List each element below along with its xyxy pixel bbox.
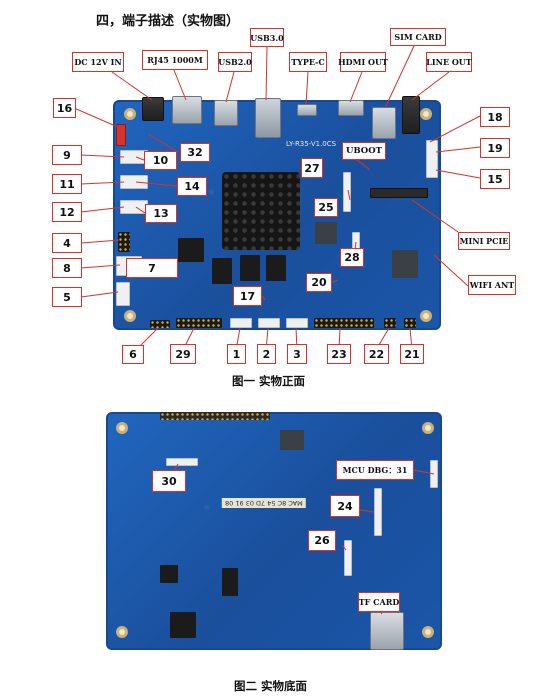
callout-8: 8: [52, 258, 82, 278]
usb2-port: [214, 100, 238, 126]
ffc-connector: [166, 458, 198, 466]
callout-20: 20: [306, 273, 332, 292]
callout-28: 28: [340, 248, 364, 267]
label-usb3: USB3.0: [250, 28, 284, 47]
label-mini-pcie: MINI PCIE: [458, 232, 510, 250]
callout-13: 13: [145, 204, 177, 223]
label-mcu-dbg: MCU DBG：31: [336, 460, 414, 480]
mount-hole: [420, 108, 432, 120]
callout-5: 5: [52, 287, 82, 307]
pin-header: [384, 318, 396, 328]
pin-header: [118, 232, 130, 252]
pin-header: [176, 318, 222, 328]
callout-22: 22: [364, 344, 389, 364]
rj45-port: [172, 96, 202, 124]
caption-front: 图一 实物正面: [232, 374, 306, 388]
typec-port: [297, 104, 317, 116]
callout-17: 17: [233, 286, 262, 306]
callout-4: 4: [52, 233, 82, 253]
back-chip: [160, 565, 178, 583]
callout-26: 26: [308, 530, 336, 551]
pin-header: [160, 412, 270, 420]
label-rj45: RJ45 1000M: [142, 50, 208, 70]
white-connector: [258, 318, 280, 328]
tf-card-slot: [370, 612, 404, 650]
mount-hole: [124, 310, 136, 322]
ffc-connector: [343, 172, 351, 212]
white-connector: [230, 318, 252, 328]
wifi-module: [392, 250, 418, 278]
mount-hole: [422, 626, 434, 638]
callout-24: 24: [330, 495, 360, 517]
callout-18: 18: [480, 107, 510, 127]
callout-9: 9: [52, 145, 82, 165]
red-connector: [116, 124, 126, 146]
label-line-out: LINE OUT: [426, 52, 472, 72]
callout-29: 29: [170, 344, 196, 364]
label-dc-12v-in: DC 12V IN: [72, 52, 124, 72]
white-connector: [116, 282, 130, 306]
back-chip: [280, 430, 304, 450]
label-wifi-ant: WIFI ANT: [468, 275, 516, 295]
back-chip: [222, 568, 238, 596]
label-usb2: USB2.0: [218, 52, 252, 72]
label-type-c: TYPE-C: [289, 52, 327, 72]
cpu-heatsink: [222, 172, 300, 250]
label-hdmi-out: HDMI OUT: [338, 52, 388, 72]
white-connector: [120, 175, 148, 189]
callout-12: 12: [52, 202, 82, 222]
callout-32: 32: [180, 143, 210, 162]
sim-slot: [372, 107, 396, 139]
pin-header: [404, 318, 416, 328]
callout-10: 10: [144, 151, 177, 170]
callout-19: 19: [480, 138, 510, 158]
callout-6: 6: [122, 345, 144, 364]
white-connector: [286, 318, 308, 328]
label-tf-card: TF CARD: [358, 592, 400, 612]
mount-hole: [124, 108, 136, 120]
ffc-connector: [344, 540, 352, 576]
white-connector: [430, 460, 438, 488]
back-chip: [170, 612, 196, 638]
mount-hole: [116, 626, 128, 638]
front-silkscreen: LY-R35-V1.0CS: [286, 140, 337, 148]
mount-hole: [116, 422, 128, 434]
callout-23: 23: [327, 344, 351, 364]
caption-back: 图二 实物底面: [234, 679, 308, 693]
white-connector: [120, 200, 148, 214]
callout-15: 15: [480, 169, 510, 189]
callout-16: 16: [53, 98, 76, 118]
back-silkscreen: MAC 8C 54 7D 03 91 08: [222, 498, 306, 508]
callout-27: 27: [301, 158, 323, 178]
pmic-chip: [315, 222, 337, 244]
ram-chip: [212, 258, 232, 284]
callout-25: 25: [314, 198, 338, 217]
emmc-chip: [178, 238, 204, 262]
section-title: 四，端子描述（实物图）: [96, 14, 240, 29]
line-out-jack: [402, 96, 420, 134]
pin-header: [314, 318, 374, 328]
usb3-port: [255, 98, 281, 138]
callout-30: 30: [152, 470, 186, 492]
ram-chip: [266, 255, 286, 281]
dc-jack: [142, 97, 164, 121]
callout-14: 14: [177, 177, 207, 196]
mount-hole: [422, 422, 434, 434]
pin-header: [150, 320, 170, 328]
callout-2: 2: [257, 344, 276, 364]
ffc-connector: [374, 488, 382, 536]
mini-pcie-slot: [370, 188, 428, 198]
label-sim-card: SIM CARD: [390, 28, 446, 46]
hdmi-port: [338, 100, 364, 116]
mount-hole: [420, 310, 432, 322]
ram-chip: [240, 255, 260, 281]
white-connector: [426, 140, 438, 178]
back-pcb: [106, 412, 442, 650]
callout-11: 11: [52, 174, 82, 194]
callout-3: 3: [287, 344, 307, 364]
label-uboot: UBOOT: [342, 142, 386, 160]
callout-21: 21: [400, 344, 424, 364]
callout-7: 7: [126, 258, 178, 278]
callout-1: 1: [227, 344, 246, 364]
